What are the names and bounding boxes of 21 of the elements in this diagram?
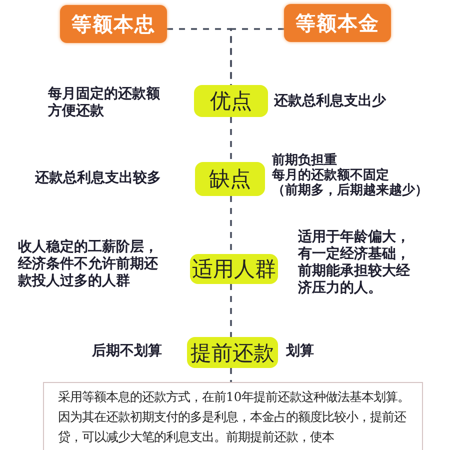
side-text: （前期多，后期越来越少）	[272, 183, 429, 198]
connector-line	[230, 368, 232, 382]
heading-box: 等额本忠	[60, 5, 167, 43]
connector-line	[230, 117, 232, 162]
side-text: 还款总利息支出少	[274, 93, 388, 110]
side-text: 收人稳定的工薪阶层，经济条件不允许前期还款投人过多的人群	[18, 239, 159, 290]
heading-box: 等额本金	[284, 4, 391, 42]
side-text: 前期负担重	[272, 153, 337, 168]
side-text: 划算	[286, 343, 315, 360]
side-text: 每月的还款额不固定	[272, 168, 390, 183]
note-box: 采用等额本息的还款方式，在前10年提前还款这种做法基本划算。因为其在还款初期支付的多是利息，本金占的额度比较小，提前还贷，可以减少大笔的利息支出。前期提前还款，使本	[43, 382, 423, 450]
label-box: 优点	[194, 85, 268, 117]
label-box: 适用人群	[190, 254, 278, 284]
label-box: 提前还款	[187, 337, 278, 368]
side-text: 每月固定的还款额方便还款	[48, 86, 161, 120]
side-text: 后期不划算	[92, 343, 163, 360]
connector-line	[230, 28, 284, 85]
side-text: 还款总利息支出较多	[35, 170, 162, 187]
label-box: 缺点	[195, 162, 265, 196]
connector-line	[230, 284, 232, 337]
side-text: 适用于年龄偏大，有一定经济基础，前期能承担较大经济压力的人。	[298, 229, 411, 297]
